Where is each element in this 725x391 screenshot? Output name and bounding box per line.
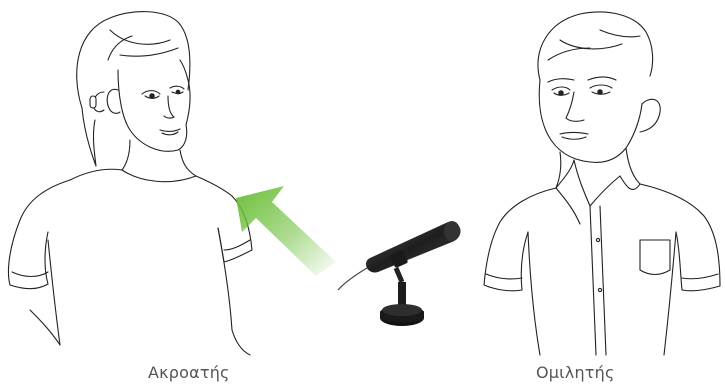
listener-figure xyxy=(8,12,252,355)
speaker-label: Ομιλητής xyxy=(536,363,615,382)
listener-label: Ακροατής xyxy=(148,363,230,382)
microphone-on-stand xyxy=(338,221,461,326)
speaker-figure xyxy=(484,12,720,355)
sound-direction-arrow xyxy=(236,186,336,276)
